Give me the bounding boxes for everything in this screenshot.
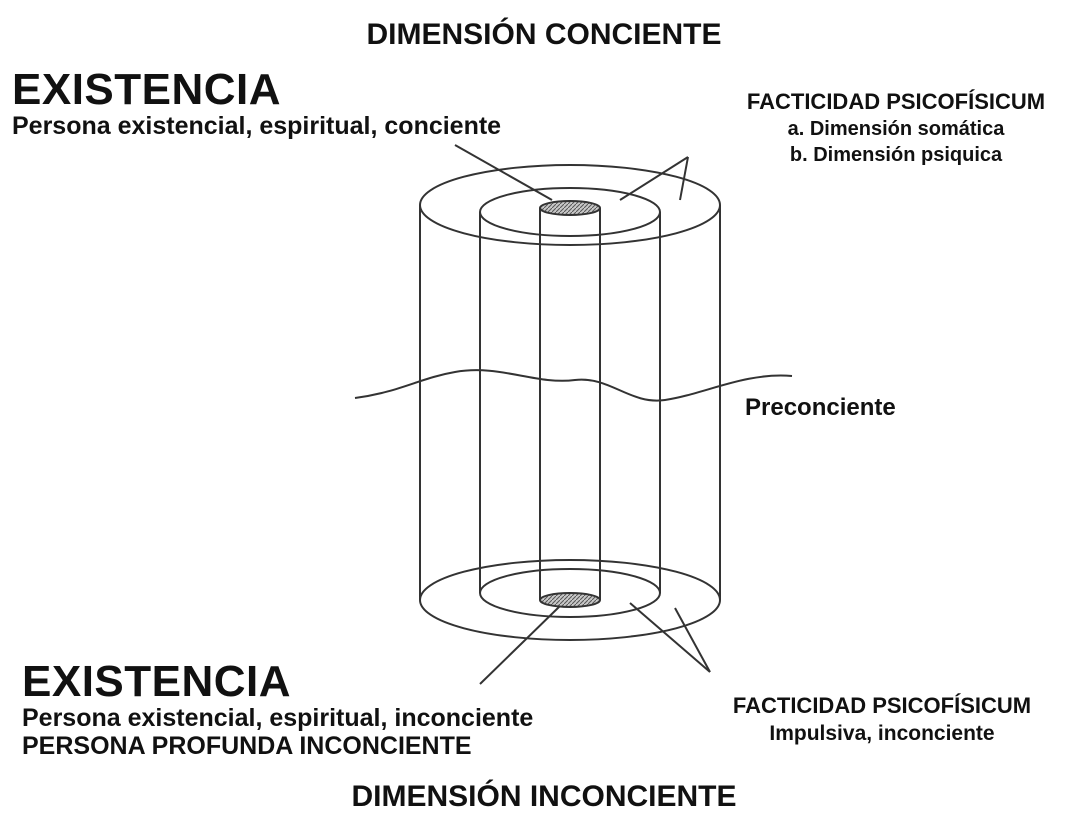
outer-cylinder [419,164,721,641]
existence-subtitle-bottom: Persona existencial, espiritual, inconci… [22,704,534,732]
existence-subtitle-top: Persona existencial, espiritual, concien… [12,112,502,140]
middle-cylinder [479,187,661,618]
facticity-line-impulsive: Impulsiva, inconciente [769,722,995,746]
preconscious-wave [354,369,793,402]
preconscious-label: Preconciente [745,394,896,421]
diagram-title-conscious: DIMENSIÓN CONCIENTE [366,18,722,51]
leader-lines [454,144,711,685]
facticity-title-top: FACTICIDAD PSICOFÍSICUM [746,89,1046,114]
inner-core-cylinder [539,200,601,608]
existence-subtitle-deep: PERSONA PROFUNDA INCONCIENTE [22,732,472,760]
facticity-line-psychic: b. Dimensión psiquica [789,144,1003,167]
facticity-label-bottom: FACTICIDAD PSICOFÍSICUM Impulsiva, incon… [690,693,1074,746]
existence-heading-bottom: EXISTENCIA [22,657,292,706]
facticity-title-bottom: FACTICIDAD PSICOFÍSICUM [732,693,1032,718]
existence-heading-top: EXISTENCIA [12,65,282,114]
facticity-line-somatic: a. Dimensión somática [787,118,1005,141]
diagram-title-unconscious: DIMENSIÓN INCONCIENTE [351,780,737,813]
facticity-label-top: FACTICIDAD PSICOFÍSICUM a. Dimensión som… [706,89,1086,167]
